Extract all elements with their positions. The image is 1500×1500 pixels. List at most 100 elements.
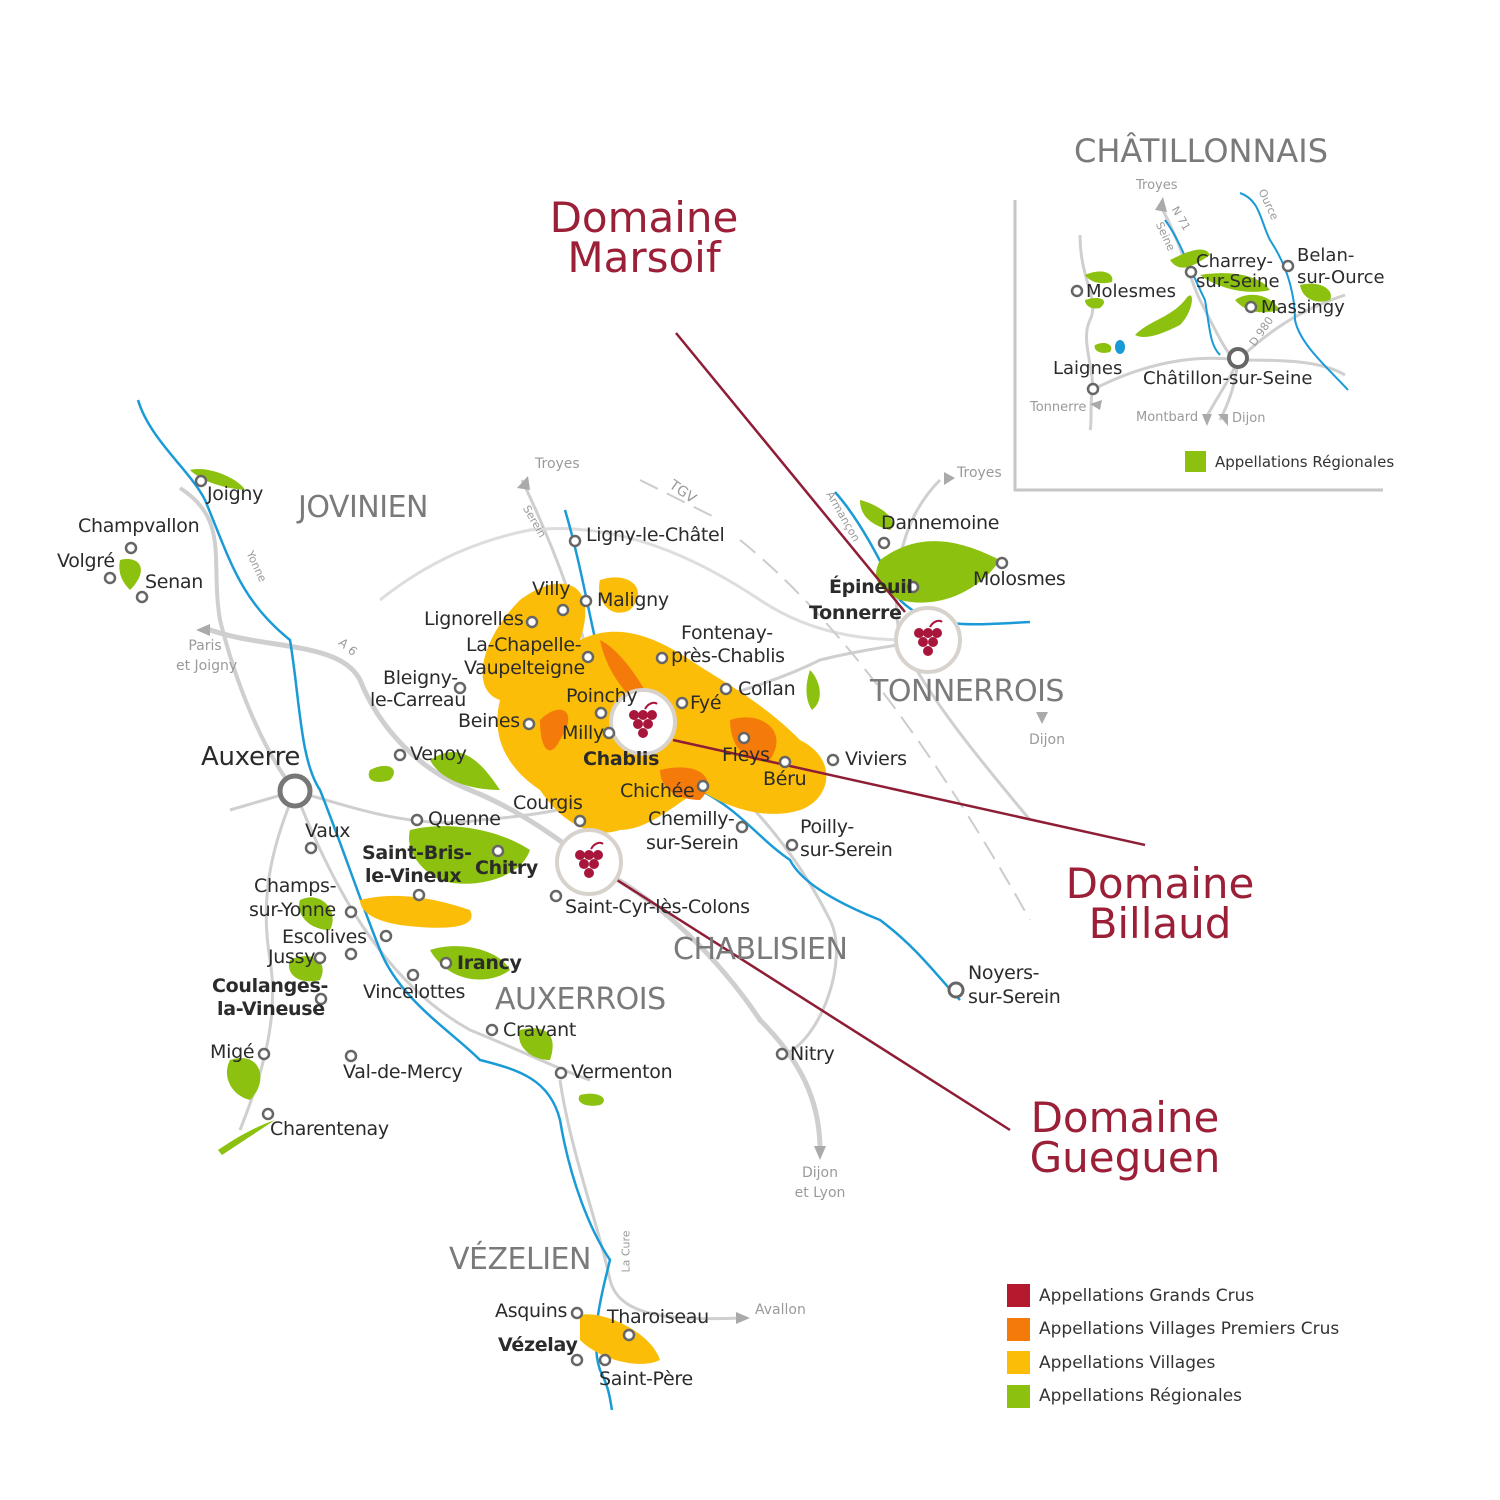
region-chablisien: CHABLISIEN bbox=[673, 932, 848, 967]
grape-icon bbox=[609, 688, 677, 756]
inset-legend-swatch bbox=[1185, 451, 1206, 472]
town-label: le-Vineux bbox=[365, 865, 462, 887]
direction-troyes-east: Troyes bbox=[957, 465, 1002, 481]
domain-gueguen-line1: Domaine bbox=[1030, 1093, 1220, 1142]
town-label: Vaupelteigne bbox=[464, 657, 585, 679]
town-label: Bleigny- bbox=[383, 667, 458, 689]
town-label: Maligny bbox=[597, 589, 669, 611]
town-label: Collan bbox=[738, 678, 796, 700]
direction-dijon-lyon-line1: Dijon bbox=[802, 1165, 838, 1181]
legend-swatch bbox=[1007, 1317, 1030, 1341]
river-cure-label: La Cure bbox=[619, 1230, 633, 1273]
town-label: Jussy bbox=[268, 946, 316, 968]
town-label: Coulanges- bbox=[212, 975, 329, 997]
town-label: Quenne bbox=[428, 808, 501, 830]
town-label: Val-de-Mercy bbox=[343, 1061, 463, 1083]
legend-label: Appellations Villages Premiers Crus bbox=[1039, 1319, 1340, 1340]
town-label: Béru bbox=[763, 768, 807, 790]
legend: Appellations Grands Crus Appellations Vi… bbox=[1007, 1279, 1339, 1413]
inset-direction-dijon: Dijon bbox=[1232, 411, 1266, 426]
grape-icon bbox=[555, 828, 623, 896]
town-markers bbox=[103, 474, 1009, 1367]
town-label: Champvallon bbox=[78, 515, 200, 537]
town-label: sur-Serein bbox=[646, 832, 739, 854]
direction-troyes: Troyes bbox=[535, 456, 580, 472]
town-label: Tharoiseau bbox=[607, 1306, 709, 1328]
town-label: le-Carreau bbox=[370, 689, 466, 711]
domain-billaud-line1: Domaine bbox=[1065, 859, 1255, 908]
town-label: Senan bbox=[145, 571, 203, 593]
town-label: Fyé bbox=[690, 692, 722, 714]
domain-billaud-line2: Billaud bbox=[1088, 899, 1232, 948]
town-label: Poilly- bbox=[800, 816, 854, 838]
legend-swatch bbox=[1007, 1351, 1030, 1375]
town-label: Migé bbox=[210, 1041, 255, 1063]
town-label: Viviers bbox=[845, 748, 907, 770]
direction-dijon-lyon-line2: et Lyon bbox=[794, 1185, 846, 1201]
inset-direction-montbard: Montbard bbox=[1136, 410, 1199, 425]
inset-town-label: Châtillon-sur-Seine bbox=[1143, 368, 1313, 389]
town-label: Champs- bbox=[254, 875, 337, 897]
direction-dijon: Dijon bbox=[1029, 732, 1065, 748]
direction-arrows bbox=[196, 472, 1048, 1324]
town-label: Joigny bbox=[207, 483, 264, 505]
town-label: Irancy bbox=[457, 952, 522, 974]
inset-town-label: Massingy bbox=[1261, 297, 1345, 318]
legend-item-villages: Appellations Villages bbox=[1007, 1346, 1339, 1380]
domain-marsoif-line2: Marsoif bbox=[567, 233, 721, 282]
direction-paris-line2: et Joigny bbox=[176, 658, 238, 674]
town-label: sur-Serein bbox=[968, 986, 1061, 1008]
region-tonnerrois: TONNERROIS bbox=[870, 674, 1064, 709]
tgv-line bbox=[639, 479, 1031, 921]
town-label: Saint-Père bbox=[599, 1368, 693, 1390]
inset-town-label: sur-Seine bbox=[1196, 271, 1280, 292]
town-label: Courgis bbox=[513, 792, 583, 814]
legend-label: Appellations Villages bbox=[1039, 1352, 1216, 1373]
town-label: Vaux bbox=[305, 820, 351, 842]
domain-gueguen-line2: Gueguen bbox=[1029, 1133, 1221, 1182]
legend-label: Appellations Régionales bbox=[1039, 1386, 1243, 1407]
town-label: Villy bbox=[532, 578, 571, 600]
inset-town-label: sur-Ource bbox=[1297, 267, 1385, 288]
direction-avallon: Avallon bbox=[755, 1302, 806, 1318]
town-label: La-Chapelle- bbox=[466, 634, 582, 656]
town-label: Volgré bbox=[57, 550, 115, 572]
domain-marsoif-line1: Domaine bbox=[549, 193, 739, 242]
region-jovinien: JOVINIEN bbox=[298, 490, 429, 525]
inset-direction-troyes: Troyes bbox=[1136, 178, 1178, 193]
inset-map bbox=[1013, 192, 1383, 492]
domain-leader-lines bbox=[616, 332, 1146, 1132]
town-label: Vermenton bbox=[571, 1061, 673, 1083]
town-label: Molosmes bbox=[973, 568, 1066, 590]
town-label: Charentenay bbox=[270, 1118, 389, 1140]
town-label: Tonnerre bbox=[809, 602, 902, 624]
direction-paris-line1: Paris bbox=[188, 638, 222, 654]
town-label: sur-Serein bbox=[800, 839, 893, 861]
legend-item-regionales: Appellations Régionales bbox=[1007, 1380, 1339, 1414]
inset-legend-label: Appellations Régionales bbox=[1215, 452, 1395, 471]
town-label: Saint-Cyr-lès-Colons bbox=[565, 896, 750, 918]
town-label: près-Chablis bbox=[671, 645, 785, 667]
direction-dijon-lyon: Dijon et Lyon bbox=[792, 1163, 848, 1203]
town-label: Chitry bbox=[475, 857, 539, 879]
town-label: Escolives bbox=[282, 926, 367, 948]
legend-swatch bbox=[1007, 1384, 1030, 1408]
town-label: Milly bbox=[562, 722, 604, 744]
inset-town-label: Molesmes bbox=[1086, 281, 1176, 302]
town-label: Fontenay- bbox=[681, 622, 773, 644]
grape-markers bbox=[555, 606, 962, 896]
grape-icon bbox=[894, 606, 962, 674]
inset-legend: Appellations Régionales bbox=[1185, 451, 1394, 472]
inset-town-label: Laignes bbox=[1053, 358, 1123, 379]
town-label: Vincelottes bbox=[363, 981, 466, 1003]
legend-item-premiers-crus: Appellations Villages Premiers Crus bbox=[1007, 1313, 1339, 1347]
town-label: Asquins bbox=[495, 1300, 568, 1322]
legend-item-grands-crus: Appellations Grands Crus bbox=[1007, 1279, 1339, 1313]
town-label: Vézelay bbox=[498, 1334, 578, 1356]
town-label-auxerre: Auxerre bbox=[201, 742, 301, 772]
